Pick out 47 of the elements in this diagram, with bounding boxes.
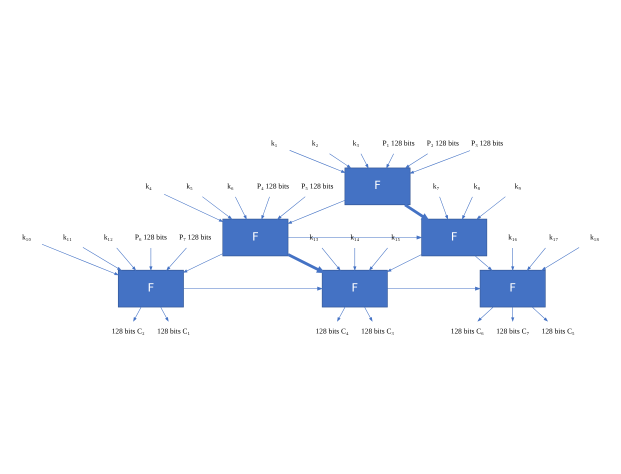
arrow	[387, 286, 481, 290]
arrow	[364, 306, 373, 322]
arrow	[133, 306, 142, 322]
arrow	[235, 196, 247, 220]
arrow	[462, 196, 473, 220]
node-box: F	[480, 269, 546, 307]
arrow	[386, 254, 422, 272]
arrow	[337, 306, 346, 322]
arrow	[166, 247, 187, 270]
arrow	[526, 247, 546, 270]
node-box: F	[421, 218, 488, 256]
arrow	[532, 306, 548, 322]
node-box: F	[222, 218, 288, 256]
arrow	[164, 193, 224, 222]
arrow	[183, 286, 323, 290]
arrow	[82, 246, 122, 270]
arrow	[288, 235, 422, 239]
arrow	[322, 247, 341, 270]
arrow	[409, 150, 470, 174]
arrow	[149, 247, 152, 270]
arrow	[289, 150, 346, 172]
arrow	[42, 244, 119, 275]
arrow	[353, 247, 356, 270]
arrow	[477, 306, 494, 322]
arrow	[182, 252, 223, 272]
arrow	[360, 152, 369, 168]
arrow	[386, 152, 394, 168]
arrow	[541, 246, 580, 270]
arrow	[476, 196, 506, 219]
arrow	[287, 200, 346, 224]
arrow	[511, 306, 514, 322]
arrow	[474, 255, 492, 270]
node-box: F	[344, 167, 410, 205]
arrow	[116, 247, 136, 270]
node-box: F	[322, 269, 388, 307]
arrow	[329, 152, 352, 168]
arrow	[404, 203, 430, 220]
arrow	[160, 306, 169, 322]
arrow	[404, 152, 428, 168]
arrow	[277, 196, 306, 219]
node-box: F	[118, 269, 184, 307]
arrow	[511, 247, 514, 270]
arrow	[288, 252, 326, 273]
arrow	[439, 196, 448, 220]
arrow	[368, 247, 388, 270]
arrow	[261, 196, 270, 220]
arrow	[202, 196, 232, 219]
